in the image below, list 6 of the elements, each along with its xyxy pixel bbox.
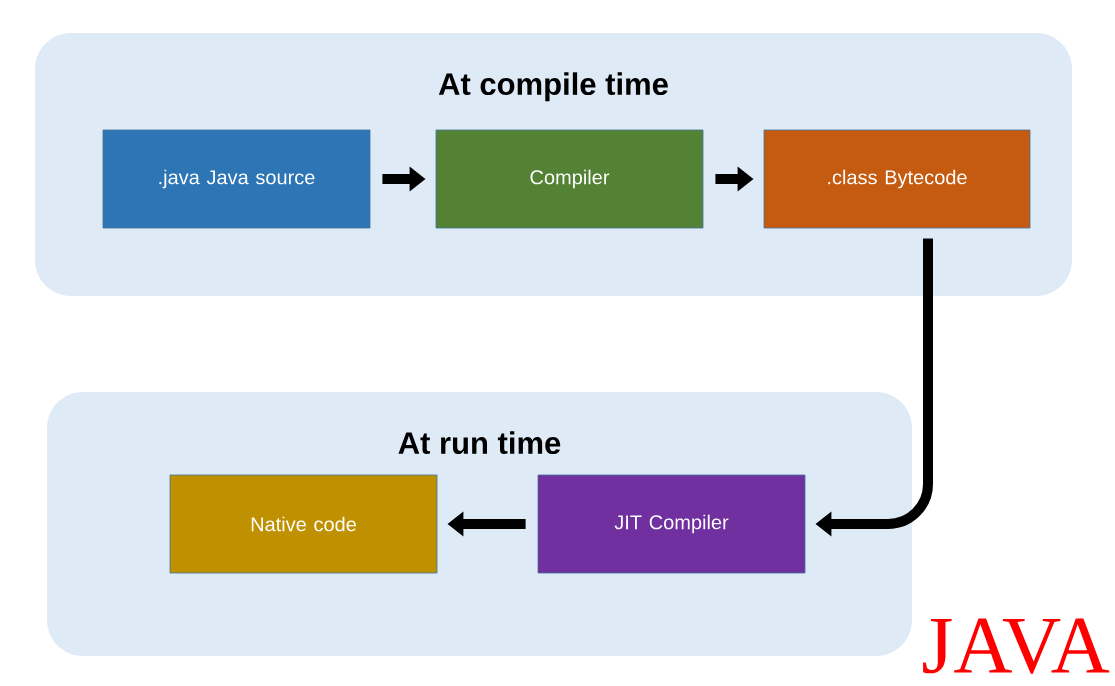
process-box: JIT Compiler — [537, 474, 806, 574]
process-box: .java Java source — [102, 129, 371, 229]
process-box: Compiler — [435, 129, 704, 229]
note-text: JAVA — [923, 618, 1110, 674]
process-box: Native code — [169, 474, 438, 574]
process-box: .class Bytecode — [763, 129, 1031, 229]
